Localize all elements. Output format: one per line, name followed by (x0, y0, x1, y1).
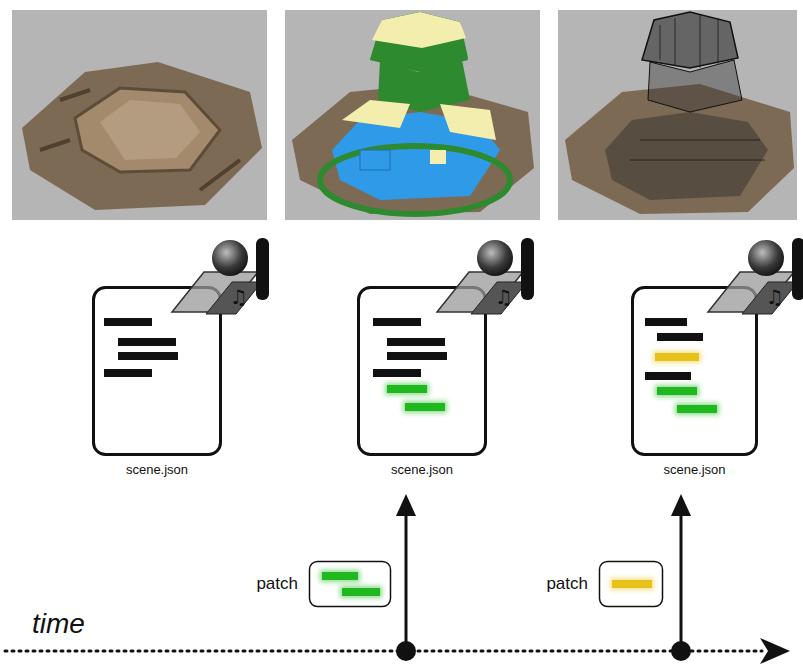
file-name: scene.json (126, 462, 188, 477)
document-outline (357, 286, 487, 456)
scene-panel (12, 10, 267, 220)
document-node: scene.json (631, 286, 758, 456)
document-node: scene.json (92, 286, 222, 456)
scene-panel (558, 10, 797, 220)
document-node: scene.json (357, 286, 487, 456)
patch-outline (308, 560, 392, 608)
timeline (5, 494, 790, 664)
patch-label: patch (256, 574, 298, 594)
scene-panel (285, 10, 540, 220)
patch-box: patch (308, 560, 392, 608)
document-outline (631, 286, 758, 456)
svg-text:♫: ♫ (230, 285, 248, 309)
patch-label: patch (546, 574, 588, 594)
patch-outline (598, 560, 664, 608)
patch-box: patch (598, 560, 664, 608)
file-name: scene.json (663, 462, 725, 477)
svg-text:♫: ♫ (766, 285, 784, 309)
file-name: scene.json (391, 462, 453, 477)
axis-label: time (32, 608, 85, 640)
svg-text:♫: ♫ (495, 285, 513, 309)
document-outline (92, 286, 222, 456)
